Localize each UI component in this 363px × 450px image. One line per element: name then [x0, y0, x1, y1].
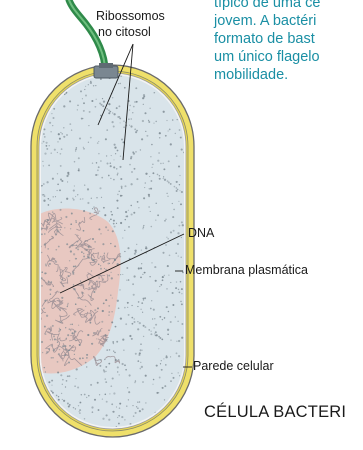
- dna-label: DNA: [188, 226, 214, 241]
- caption-line-3: formato de bast: [214, 31, 315, 48]
- caption-line-1: típico de uma cé: [214, 0, 320, 12]
- caption-line-2: jovem. A bactéri: [214, 13, 316, 30]
- cell-wall-label: Parede celular: [193, 359, 274, 374]
- ribosomes-label-line-1: Ribossomos: [96, 9, 165, 24]
- membrane-label: Membrana plasmática: [185, 263, 308, 278]
- caption-line-5: mobilidade.: [214, 67, 288, 84]
- ribosomes-label-line-2: no citosol: [98, 25, 151, 40]
- flagellum-hook: [99, 63, 113, 68]
- diagram-title: CÉLULA BACTERI: [204, 403, 346, 422]
- caption-line-4: um único flagelo: [214, 49, 320, 66]
